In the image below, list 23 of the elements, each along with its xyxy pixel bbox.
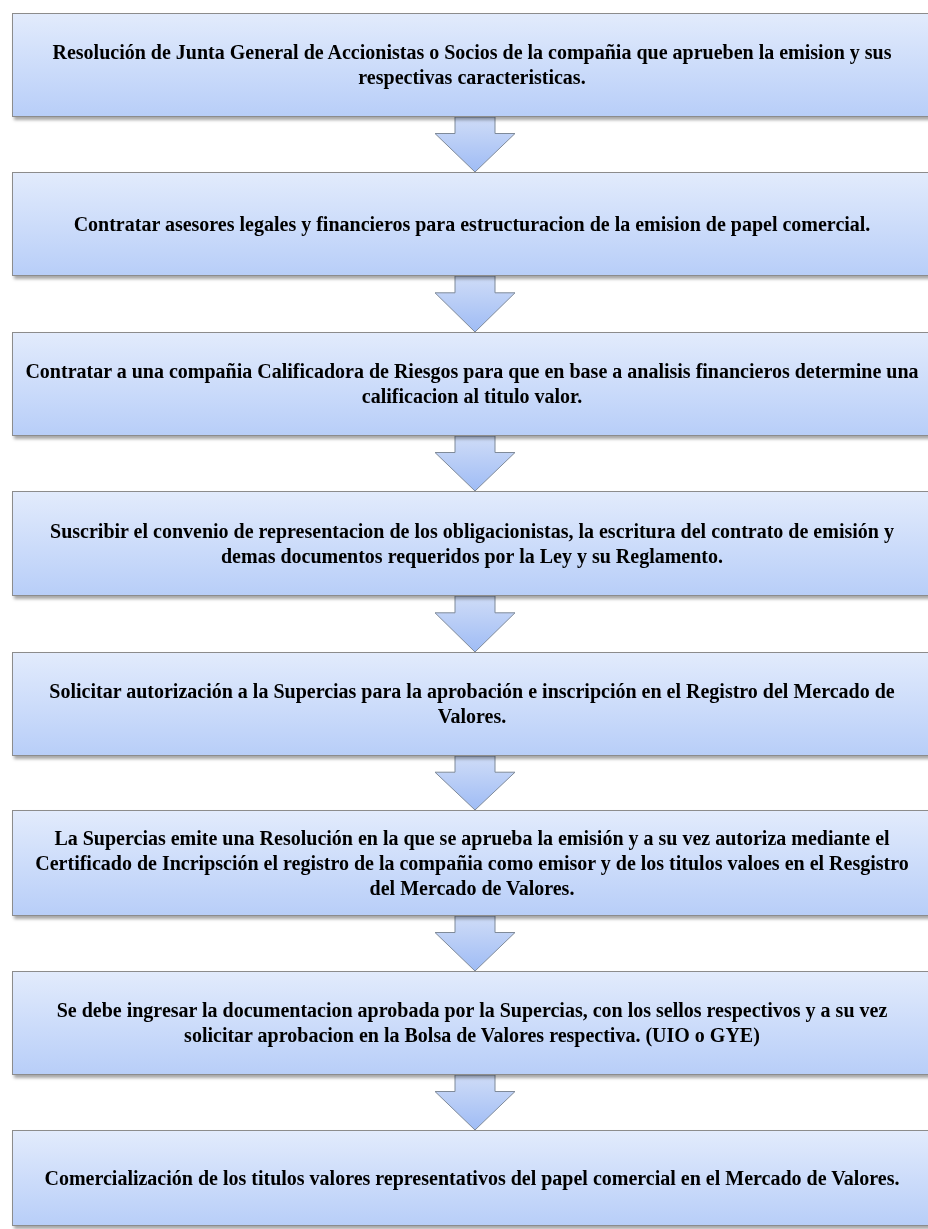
step-text: Suscribir el convenio de representacion de los obligacionistas, la escritura del contrato de emisión y demas documentos requeridos por la Ley y su Reglamento. xyxy=(49,518,895,569)
process-box xyxy=(12,332,928,436)
process-box xyxy=(12,172,928,276)
process-box xyxy=(12,971,928,1075)
process-box xyxy=(12,1130,928,1226)
step-text: Contratar asesores legales y financieros para estructuracion de la emision de papel comercial. xyxy=(73,211,871,237)
block-arrow xyxy=(434,435,516,492)
block-arrow xyxy=(434,595,516,653)
block-arrow xyxy=(434,915,516,972)
step-text: Contratar a una compañia Calificadora de Riesgos para que en base a analisis financieros determine una calificacion al titulo valor. xyxy=(25,359,919,409)
step-text: La Supercias emite una Resolución en la que se aprueba la emisión y a su vez autoriza mediante el Certificado de Incripsción el registro de la compañia como emisor y de los titulos valoes en el Resgistro del Mercado de Valores. xyxy=(34,825,910,901)
step-text: Comercialización de los titulos valores representativos del papel comercial en el Mercado de Valores. xyxy=(44,1165,900,1191)
block-arrow xyxy=(434,1074,516,1131)
step-text: Resolución de Junta General de Accionistas o Socios de la compañia que aprueben la emision y sus respectivas caracteristicas. xyxy=(51,40,893,90)
process-box xyxy=(12,652,928,756)
process-box xyxy=(12,13,928,117)
block-arrow xyxy=(434,116,516,173)
block-arrow xyxy=(434,275,516,333)
process-box xyxy=(12,491,928,596)
step-text: Se debe ingresar la documentacion aprobada por la Supercias, con los sellos respectivos y a su vez solicitar aprobacion en la Bolsa de Valores respectiva. (UIO o GYE) xyxy=(55,998,889,1048)
step-text: Solicitar autorización a la Supercias para la aprobación e inscripción en el Registro del Mercado de Valores. xyxy=(48,679,896,729)
process-box xyxy=(12,810,928,916)
block-arrow xyxy=(434,755,516,811)
